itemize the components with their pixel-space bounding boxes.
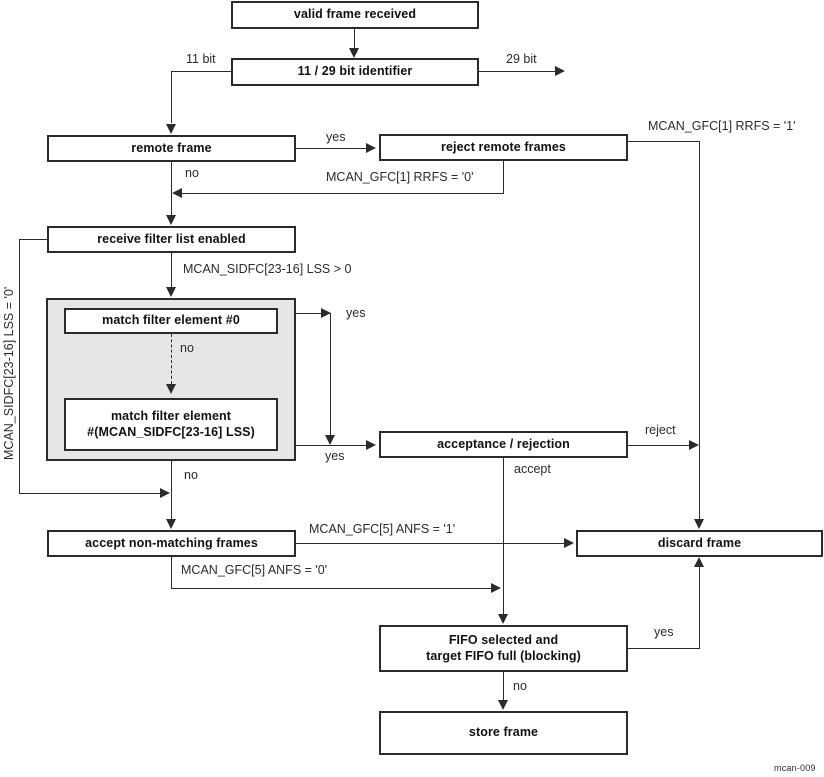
edge-rrfs0-h <box>180 193 504 195</box>
node-reject-remote-frames: reject remote frames <box>379 134 628 161</box>
edge-label-rrfs-0: MCAN_GFC[1] RRFS = '0' <box>326 170 474 184</box>
node-match-filter-element-n: match filter element #(MCAN_SIDFC[23-16]… <box>64 398 278 451</box>
edge-label-fifo-yes: yes <box>654 625 674 639</box>
arrowhead-store-frame <box>498 700 508 710</box>
node-accept-non-matching-frames: accept non-matching frames <box>47 530 296 557</box>
edge-label-rrfs-1: MCAN_GFC[1] RRFS = '1' <box>648 119 796 133</box>
arrowhead-receive-filter <box>166 215 176 225</box>
edge-label-remote-no: no <box>185 166 199 180</box>
edge-label-lss-gt-0: MCAN_SIDFC[23-16] LSS > 0 <box>183 262 352 276</box>
edge-lss0-h-top <box>19 239 48 241</box>
arrowhead-29bit <box>555 66 565 76</box>
arrowhead-acceptance <box>366 440 376 450</box>
edge-identifier-29bit <box>479 71 559 73</box>
node-label: 11 / 29 bit identifier <box>297 64 413 79</box>
arrowhead-fifo <box>498 614 508 624</box>
arrowhead-anfs1 <box>564 538 574 548</box>
arrowhead-reject-remote <box>366 143 376 153</box>
arrowhead-discard-top <box>694 519 704 529</box>
edge-label-remote-yes: yes <box>326 130 346 144</box>
arrowhead-filter-group <box>166 287 176 297</box>
edge-label-anfs-0: MCAN_GFC[5] ANFS = '0' <box>181 563 328 577</box>
arrowhead-anfs0 <box>491 583 501 593</box>
edge-valid-to-identifier <box>354 29 356 50</box>
node-label: discard frame <box>657 535 742 550</box>
edge-label-11bit: 11 bit <box>186 52 216 66</box>
node-match-filter-element-0: match filter element #0 <box>64 308 278 334</box>
edge-label-filter0-yes: yes <box>346 306 366 320</box>
figure-caption: mcan-009 <box>774 763 816 773</box>
edge-identifier-11bit-v <box>171 71 173 123</box>
node-identifier: 11 / 29 bit identifier <box>231 58 479 86</box>
node-label: reject remote frames <box>441 139 566 154</box>
edge-label-accept: accept <box>514 462 551 476</box>
edge-fifo-yes-v <box>699 567 701 649</box>
edge-rrfs0-v <box>503 161 505 194</box>
edge-filtern-no <box>171 461 173 519</box>
node-valid-frame-received: valid frame received <box>231 1 479 29</box>
node-label: match filter element #0 <box>102 313 240 328</box>
edge-label-anfs-1: MCAN_GFC[5] ANFS = '1' <box>309 522 456 536</box>
edge-lss-gt0 <box>171 253 173 287</box>
node-label-line1: match filter element <box>110 408 232 423</box>
edge-anfs0-h <box>171 588 495 590</box>
edge-identifier-11bit-h <box>171 71 232 73</box>
edge-filtern-yes-h <box>296 445 371 447</box>
arrowhead-remote-frame <box>166 124 176 134</box>
node-discard-frame: discard frame <box>576 530 823 557</box>
node-acceptance-rejection: acceptance / rejection <box>379 431 628 458</box>
node-label-line1: FIFO selected and <box>448 632 559 647</box>
edge-label-filtern-no: no <box>184 468 198 482</box>
arrowhead-filter0-yes-join <box>325 435 335 445</box>
edge-label-fifo-no: no <box>513 679 527 693</box>
edge-rrfs1-v <box>699 141 701 519</box>
node-receive-filter-list-enabled: receive filter list enabled <box>47 226 296 253</box>
edge-filter0-yes-v <box>330 313 332 435</box>
node-label: valid frame received <box>293 7 417 22</box>
edge-lss0-v <box>19 239 21 494</box>
edge-label-filtern-yes: yes <box>325 449 345 463</box>
node-label: remote frame <box>131 140 212 155</box>
node-label: acceptance / rejection <box>437 436 570 451</box>
node-label: accept non-matching frames <box>85 535 258 550</box>
node-label: store frame <box>468 725 539 740</box>
edge-remote-yes <box>296 148 369 150</box>
node-fifo-selected: FIFO selected and target FIFO full (bloc… <box>379 625 628 672</box>
edge-rrfs1-h <box>628 141 700 143</box>
edge-remote-no <box>171 162 173 215</box>
edge-label-29bit: 29 bit <box>506 52 537 66</box>
node-store-frame: store frame <box>379 711 628 755</box>
arrowhead-discard-bottom <box>694 557 704 567</box>
arrowhead-filter0-yes <box>321 308 331 318</box>
arrowhead-accept-non-matching <box>166 519 176 529</box>
edge-anfs0-v <box>171 557 173 589</box>
node-label-line2: #(MCAN_SIDFC[23-16] LSS) <box>87 424 255 439</box>
node-remote-frame: remote frame <box>47 135 296 162</box>
edge-anfs1-h <box>296 543 568 545</box>
arrowhead-identifier <box>349 48 359 58</box>
edge-fifo-yes-h <box>628 648 700 650</box>
edge-fifo-no <box>503 672 505 701</box>
edge-label-reject: reject <box>645 423 676 437</box>
edge-label-lss-eq-0: MCAN_SIDFC[23-16] LSS = '0' <box>2 286 16 460</box>
arrowhead-rrfs0 <box>172 188 182 198</box>
arrowhead-lss0 <box>160 488 170 498</box>
arrowhead-reject <box>689 440 699 450</box>
node-label-line2: target FIFO full (blocking) <box>426 648 581 663</box>
edge-accept-v <box>503 458 505 615</box>
edge-filter0-no-dashed <box>171 334 172 384</box>
edge-label-filter0-no: no <box>180 341 194 355</box>
edge-filter0-yes-h <box>296 313 330 315</box>
edge-reject-h <box>628 445 694 447</box>
arrowhead-filter-n <box>166 384 176 394</box>
node-label: receive filter list enabled <box>97 231 246 246</box>
edge-lss0-h-bottom <box>19 493 163 495</box>
